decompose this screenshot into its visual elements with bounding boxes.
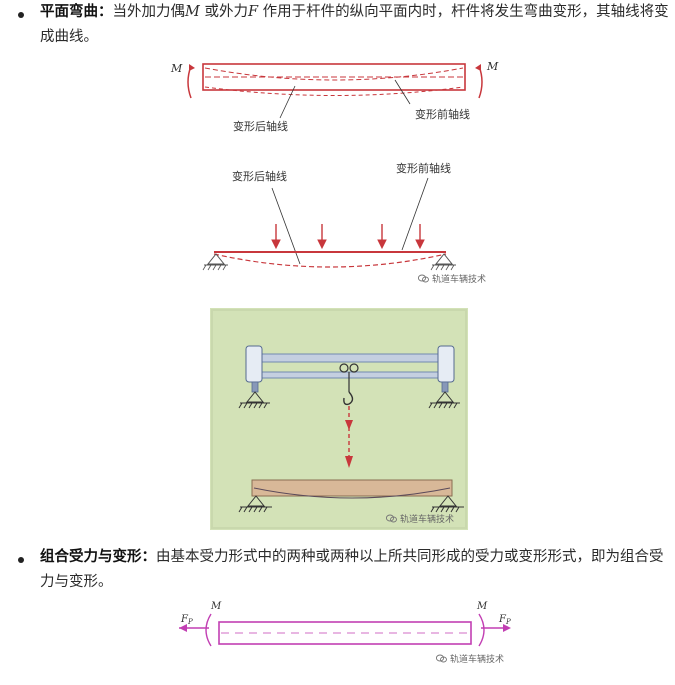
label-axis-before-2: 变形前轴线 <box>396 161 451 175</box>
label-axis-after-2: 变形后轴线 <box>232 169 287 183</box>
deformed-axis <box>204 67 464 81</box>
heading-plane-bending: 平面弯曲 <box>40 4 98 20</box>
label-fp-right: FP <box>498 614 511 626</box>
heading-combined-loading: 组合受力与变形 <box>40 549 142 565</box>
support-left <box>202 253 228 271</box>
bent-beam <box>251 479 453 497</box>
figure-crane-bending <box>210 308 468 530</box>
watermark-3: 轨道车辆技术 <box>436 652 504 665</box>
load-arrows <box>271 224 425 250</box>
photo-background <box>210 308 468 530</box>
couple-arc-right-2 <box>478 613 485 647</box>
bullet-marker <box>18 557 24 563</box>
crane-bar-top <box>259 353 441 363</box>
paragraph-plane-bending: 平面弯曲：当外加力偶M 或外力F 作用于杆件的纵向平面内时，杆件将发生弯曲变形，… <box>40 4 669 45</box>
beam-rect <box>202 63 466 91</box>
figure-couple-bending: M M 变形前轴线 变形后轴线 <box>170 60 499 132</box>
watermark-1: 轨道车辆技术 <box>418 272 486 285</box>
force-arrow-head-1 <box>345 420 353 430</box>
label-axis-before-1: 变形前轴线 <box>415 107 470 121</box>
label-fp-left: FP <box>180 614 193 626</box>
deflection-curve <box>213 253 447 268</box>
force-arrow-right <box>503 624 511 632</box>
hook <box>343 391 354 406</box>
beam-support-left <box>238 495 272 513</box>
label-m-right-2: M <box>476 601 488 612</box>
couple-arc-right <box>478 65 483 99</box>
figure-transverse-load: 变形后轴线 变形前轴线 <box>202 161 456 271</box>
wechat-icon <box>386 514 397 523</box>
beam-support-right <box>430 495 464 513</box>
figure-combined-loading: FP M M FP <box>179 601 511 647</box>
label-m-left: M <box>170 62 183 75</box>
crane-bar-bottom <box>259 371 441 379</box>
force-arrow-head-2 <box>345 456 353 468</box>
paragraph-combined-loading: 组合受力与变形：由基本受力形式中的两种或两种以上所共同形成的受力或变形形式，即为… <box>40 549 664 590</box>
wechat-icon <box>436 654 447 663</box>
crane-support-right <box>428 391 460 409</box>
label-m-left-2: M <box>210 601 222 612</box>
crane-end-right <box>437 345 455 383</box>
couple-arc-left-2 <box>205 613 212 647</box>
label-axis-after-1: 变形后轴线 <box>233 119 288 132</box>
force-arrow-left <box>179 624 187 632</box>
wechat-icon <box>418 274 429 283</box>
support-right <box>430 253 456 271</box>
couple-arc-left <box>187 65 192 99</box>
symbol-m: M <box>185 4 200 20</box>
bullet-marker <box>18 12 24 18</box>
label-m-right: M <box>486 60 499 73</box>
watermark-2: 轨道车辆技术 <box>386 512 454 525</box>
symbol-f: F <box>247 4 259 20</box>
crane-end-left <box>245 345 263 383</box>
crane-support-left <box>238 391 270 409</box>
combined-beam <box>218 621 472 645</box>
